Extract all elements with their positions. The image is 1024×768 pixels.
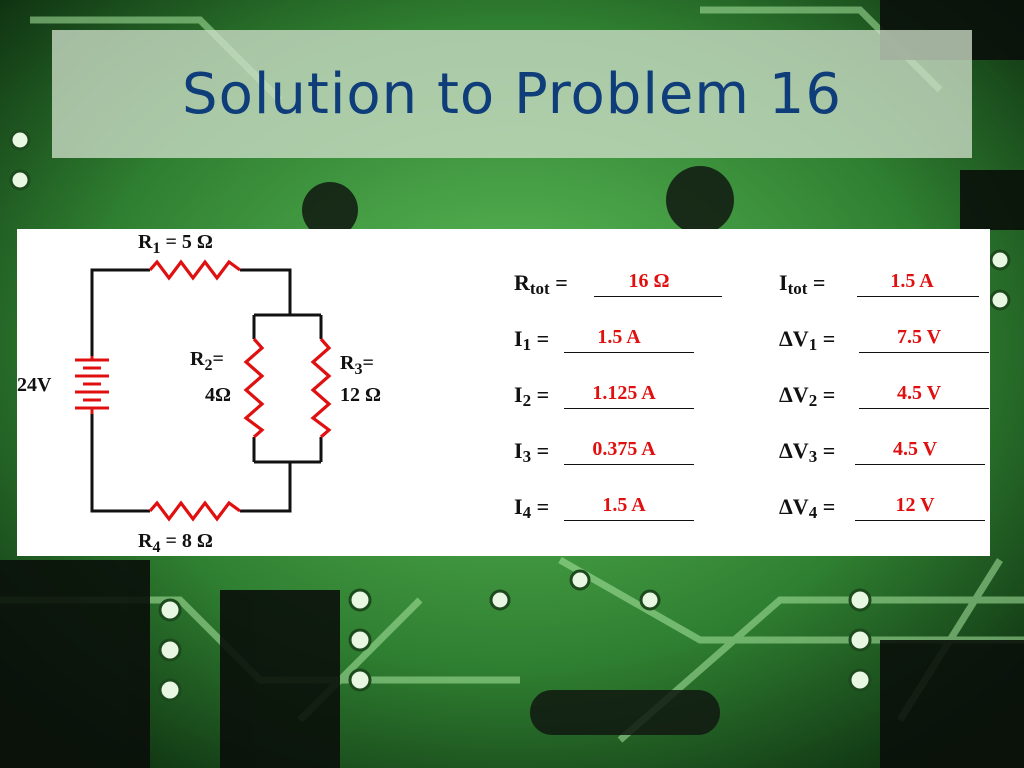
content-panel: 24V R1 = 5 Ω R2= 4Ω R3= 12 Ω R4 = 8 Ω Rt… [17,229,990,556]
answer-underline [564,352,694,353]
answer-underline [859,408,989,409]
answer-underline [857,296,979,297]
answer-r-tot: Rtot = 16 Ω [514,267,724,297]
answer-underline [564,464,694,465]
answer-label: I3 = [514,438,550,466]
answer-underline [855,520,985,521]
answer-value: 1.5 A [890,270,934,292]
answer-label: I1 = [514,326,550,354]
answer-i3: I3 = 0.375 A [514,435,714,465]
answer-label: Itot = [779,270,826,298]
answer-underline [594,296,722,297]
answer-value: 12 V [895,494,935,516]
title-banner: Solution to Problem 16 [52,30,972,158]
answer-label: ΔV4 = [779,494,836,522]
r3-value: 12 Ω [340,384,381,406]
answer-label: ΔV2 = [779,382,836,410]
answer-label: I4 = [514,494,550,522]
r1-label: R1 = 5 Ω [138,231,213,257]
answer-i1: I1 = 1.5 A [514,323,714,353]
answer-underline [564,520,694,521]
circuit-wires [90,268,323,513]
answer-i4: I4 = 1.5 A [514,491,714,521]
battery-icon [75,356,109,414]
answer-value: 4.5 V [892,438,938,460]
r2-value: 4Ω [205,384,231,406]
answer-value: 0.375 A [592,438,656,460]
answer-label: I2 = [514,382,550,410]
resistor-r1-icon [148,259,241,281]
circuit-diagram: 24V R1 = 5 Ω R2= 4Ω R3= 12 Ω R4 = 8 Ω [17,231,381,556]
answer-dv1: ΔV1 = 7.5 V [779,323,989,353]
answer-underline [859,352,989,353]
answer-value: 1.5 A [602,494,646,516]
answer-dv3: ΔV3 = 4.5 V [779,435,989,465]
answer-value: 1.125 A [592,382,656,404]
r3-label: R3= [340,352,374,378]
answer-i-tot: Itot = 1.5 A [779,267,989,297]
resistor-r3-icon [310,337,332,439]
answer-label: ΔV1 = [779,326,836,354]
answer-underline [855,464,985,465]
battery-label: 24V [17,374,52,396]
answer-value: 4.5 V [896,382,942,404]
answer-label: Rtot = [514,270,568,298]
r4-label: R4 = 8 Ω [138,530,213,556]
slide-title: Solution to Problem 16 [182,61,842,127]
answer-value: 16 Ω [628,270,670,292]
answer-dv2: ΔV2 = 4.5 V [779,379,989,409]
resistor-r2-icon [243,337,265,439]
answer-dv4: ΔV4 = 12 V [779,491,989,521]
answer-grid: Rtot = 16 Ω Itot = 1.5 A I1 = 1.5 A ΔV1 … [17,229,990,556]
resistor-r4-icon [148,500,241,522]
r2-label: R2= [190,348,224,374]
answer-value: 1.5 A [597,326,641,348]
answer-label: ΔV3 = [779,438,836,466]
answer-i2: I2 = 1.125 A [514,379,714,409]
answer-underline [564,408,694,409]
answer-value: 7.5 V [896,326,942,348]
